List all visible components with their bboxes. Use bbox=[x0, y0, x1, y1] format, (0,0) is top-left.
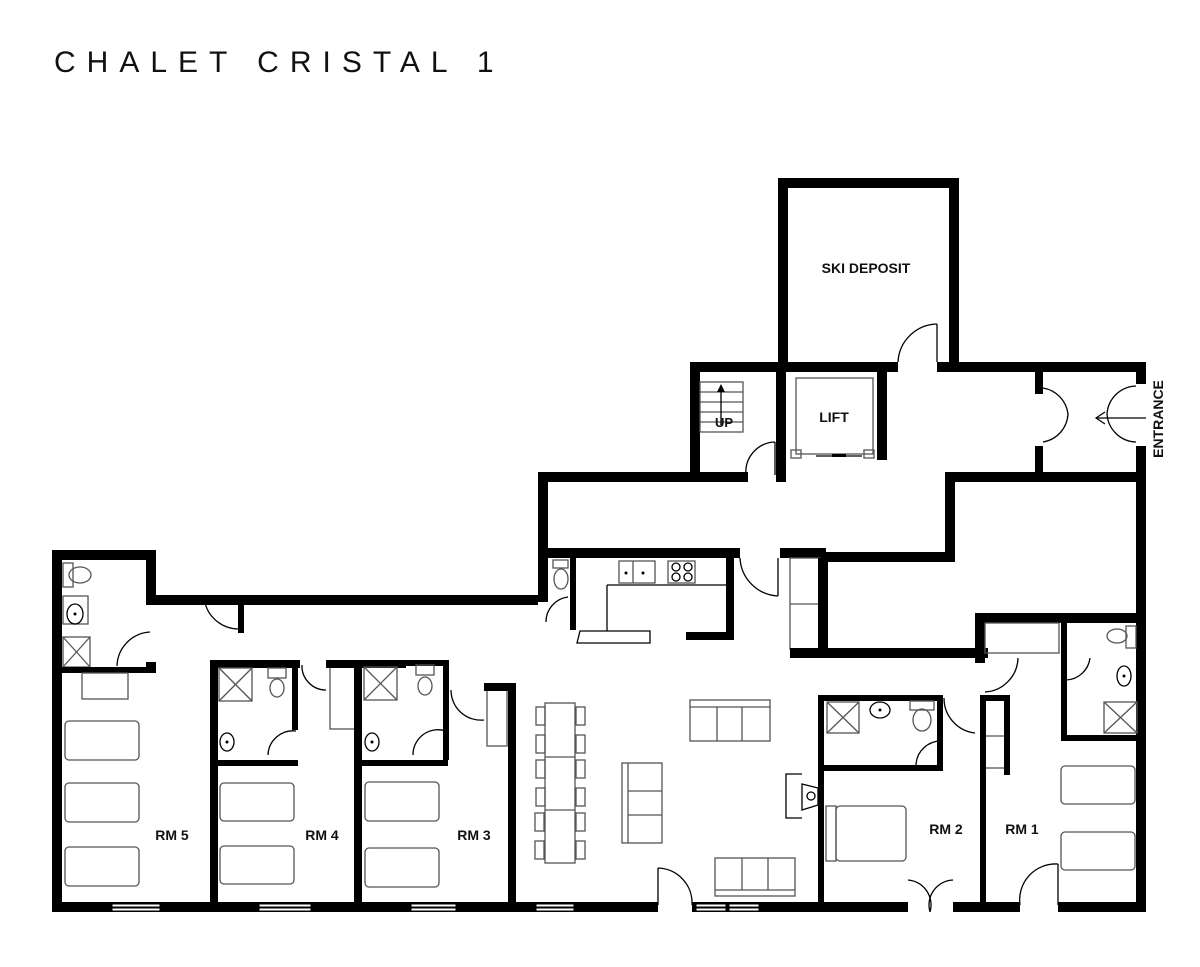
rm4-bathroom bbox=[218, 667, 298, 766]
rm2-bed bbox=[835, 805, 907, 862]
ski-deposit-walls bbox=[778, 178, 959, 370]
windows bbox=[111, 903, 760, 912]
rm2-bathroom bbox=[826, 700, 943, 766]
rm4-beds bbox=[219, 782, 295, 885]
sofa-bottom bbox=[714, 857, 796, 897]
rm3-beds bbox=[364, 781, 440, 888]
ski-deposit-door bbox=[897, 323, 938, 363]
dining-table bbox=[534, 702, 586, 864]
label-rm4: RM 4 bbox=[305, 827, 339, 843]
rm1-bathroom bbox=[1103, 625, 1138, 734]
lift bbox=[790, 377, 875, 459]
label-rm1: RM 1 bbox=[1005, 821, 1039, 837]
label-lift: LIFT bbox=[819, 409, 849, 425]
label-entrance: ENTRANCE bbox=[1150, 380, 1166, 458]
label-rm2: RM 2 bbox=[929, 821, 963, 837]
stairs bbox=[699, 381, 744, 433]
label-rm3: RM 3 bbox=[457, 827, 491, 843]
sofa-top bbox=[689, 699, 771, 742]
label-stairs-up: UP bbox=[715, 415, 733, 430]
main-door bbox=[657, 867, 693, 906]
rm5-bathroom bbox=[62, 562, 156, 700]
kitchen bbox=[576, 558, 734, 644]
label-rm5: RM 5 bbox=[155, 827, 189, 843]
kitchen-door bbox=[739, 557, 779, 597]
stairs-door bbox=[745, 441, 776, 476]
sofa-left bbox=[621, 762, 663, 844]
rm2-double-door bbox=[907, 879, 954, 913]
rm3-bathroom bbox=[362, 664, 448, 766]
rm5-beds bbox=[64, 720, 140, 887]
label-ski-deposit: SKI DEPOSIT bbox=[822, 260, 911, 276]
entrance-doors bbox=[1042, 385, 1146, 443]
fireplace bbox=[785, 773, 819, 819]
rm1-beds bbox=[1060, 765, 1136, 871]
rm1-door bbox=[1018, 863, 1059, 906]
plan-title: CHALET CRISTAL 1 bbox=[54, 46, 505, 79]
